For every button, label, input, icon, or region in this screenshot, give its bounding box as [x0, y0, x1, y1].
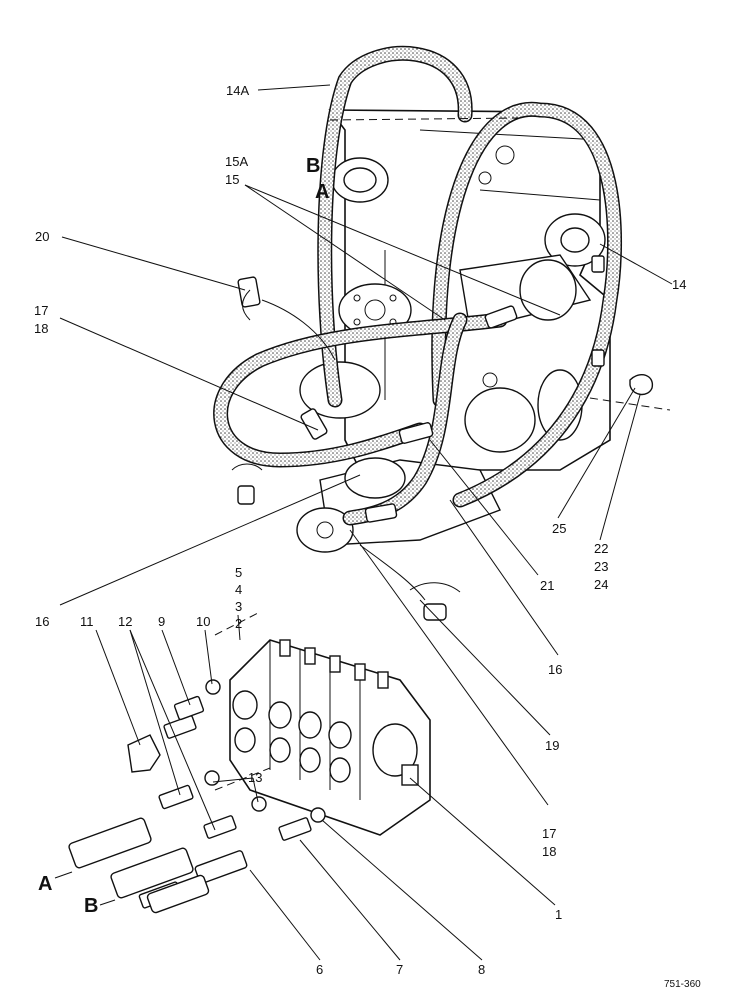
port-letter-b-main: B [306, 155, 320, 177]
callout-20: 20 [35, 229, 49, 244]
port-letter-a-main: A [315, 181, 329, 203]
callout-7: 7 [396, 962, 403, 977]
fittings-upper [231, 255, 654, 621]
callout-15: 15 [225, 172, 239, 187]
callout-5: 5 [235, 565, 242, 580]
callout-16-left: 16 [35, 614, 49, 629]
callout-22: 22 [594, 541, 608, 556]
callout-9: 9 [158, 614, 165, 629]
callout-18-top: 18 [34, 321, 48, 336]
callout-14a: 14A [226, 83, 249, 98]
callout-3: 3 [235, 599, 242, 614]
callout-labels: 14A 15A 15 20 17 18 14 25 22 23 24 21 16… [34, 83, 686, 977]
callout-14: 14 [672, 277, 686, 292]
callout-16-right: 16 [548, 662, 562, 677]
callout-12: 12 [118, 614, 132, 629]
hoses [213, 45, 622, 526]
callout-19: 19 [545, 738, 559, 753]
port-letter-b-left: B [84, 895, 98, 917]
callout-8: 8 [478, 962, 485, 977]
callout-17-bottom: 17 [542, 826, 556, 841]
control-valve-bank [229, 639, 431, 836]
port-letters: B A A B [38, 155, 329, 917]
callout-6: 6 [316, 962, 323, 977]
callout-15a: 15A [225, 154, 248, 169]
callout-25: 25 [552, 521, 566, 536]
callout-11: 11 [80, 614, 94, 629]
callout-18-bottom: 18 [542, 844, 556, 859]
loose-fittings [68, 679, 326, 914]
callout-24: 24 [594, 577, 608, 592]
drawing-number: 751-360 [664, 979, 701, 990]
callout-2: 2 [235, 616, 242, 631]
callout-10: 10 [196, 614, 210, 629]
port-letter-a-left: A [38, 873, 52, 895]
callout-23: 23 [594, 559, 608, 574]
callout-21: 21 [540, 578, 554, 593]
callout-1: 1 [555, 907, 562, 922]
callout-13: 13 [248, 770, 262, 785]
callout-17-top: 17 [34, 303, 48, 318]
elbow-fitting-11 [127, 734, 161, 773]
callout-4: 4 [235, 582, 242, 597]
leader-lines [54, 84, 673, 961]
